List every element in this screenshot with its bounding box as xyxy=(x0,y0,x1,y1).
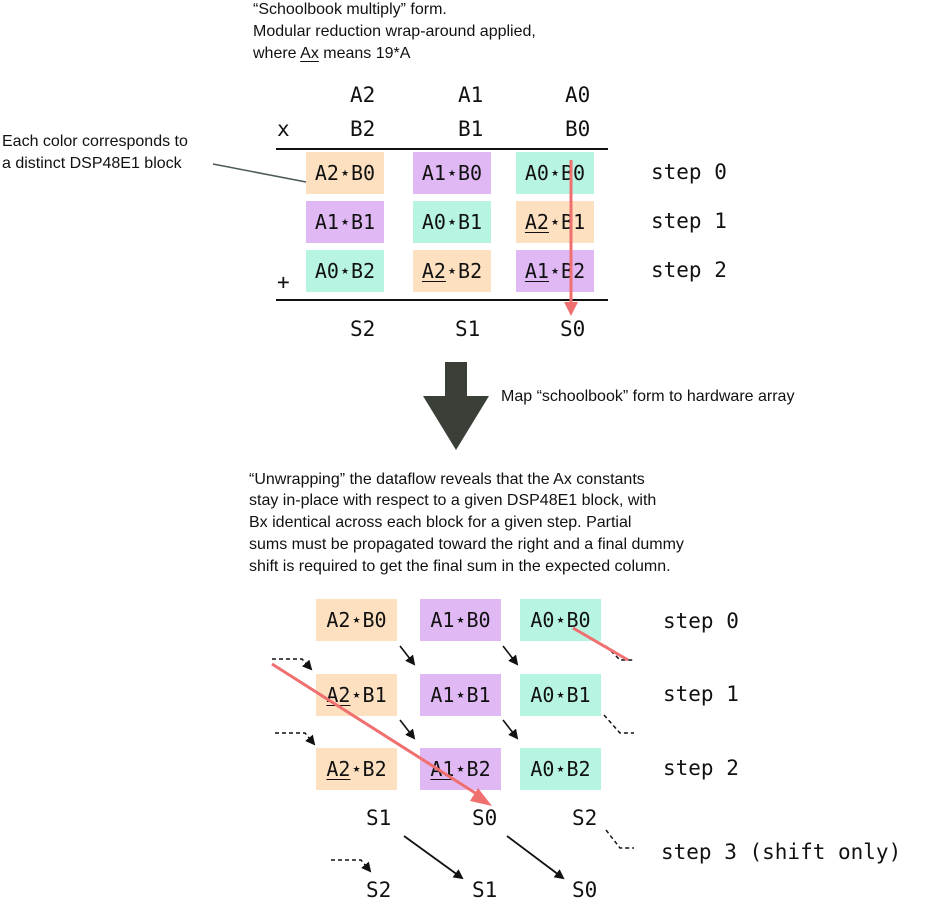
hw-wrap-in-1 xyxy=(272,658,313,671)
hw-cell-a2b1: A2⋆B1 xyxy=(316,674,397,716)
unwrap-note-line2: stay in-place with respect to a given DS… xyxy=(249,492,657,509)
hw-step-3: step 3 (shift only) xyxy=(661,840,902,864)
bottom-rule xyxy=(276,299,608,301)
top-note-line3: where Ax means 19*A xyxy=(253,44,410,64)
hw-cell-a0b0: A0⋆B0 xyxy=(520,599,601,641)
sb-cell-a2b2: A2⋆B2 xyxy=(413,250,491,292)
hw-sum-r2-s0: S0 xyxy=(572,878,598,902)
sb-cell-a0b0: A0⋆B0 xyxy=(516,152,594,194)
sb-sum-0: S0 xyxy=(560,317,586,341)
top-note-line1: “Schoolbook multiply” form. xyxy=(253,1,447,18)
top-rule xyxy=(276,148,608,150)
unwrap-note-line1: “Unwrapping” the dataflow reveals that t… xyxy=(249,471,645,488)
hw-cell-a2b2: A2⋆B2 xyxy=(316,748,397,790)
sb-sum-1: S1 xyxy=(455,317,481,341)
sb-step-2: step 2 xyxy=(651,258,727,282)
sb-cell-a1b0: A1⋆B0 xyxy=(413,152,491,194)
hw-arrow-r1-c1 xyxy=(502,719,519,740)
hw-sum-r1-s1: S1 xyxy=(366,806,392,830)
unwrap-note-line4: sums must be propagated toward the right… xyxy=(249,536,684,553)
hw-wrap-out-3 xyxy=(605,829,634,849)
hw-sum-arrow-2 xyxy=(506,835,565,880)
hw-cell-a1b1: A1⋆B1 xyxy=(420,674,501,716)
row-b-0: B0 xyxy=(565,117,591,141)
top-note-means: means 19*A xyxy=(318,45,411,62)
hw-cell-a0b2: A0⋆B2 xyxy=(520,748,601,790)
hw-sum-r2-s1: S1 xyxy=(472,878,498,902)
hw-wrap-out-1 xyxy=(605,645,634,661)
top-note-line2: Modular reduction wrap-around applied, xyxy=(253,23,536,40)
row-b-1: B1 xyxy=(458,117,484,141)
sb-cell-a2b1: A2⋆B1 xyxy=(516,201,594,243)
hw-cell-a1b0: A1⋆B0 xyxy=(420,599,501,641)
sb-sum-2: S2 xyxy=(350,317,376,341)
sb-cell-a0b1: A0⋆B1 xyxy=(413,201,491,243)
plus-sign: + xyxy=(277,270,290,294)
sb-cell-a2b0: A2⋆B0 xyxy=(306,152,384,194)
hw-cell-a1b2: A1⋆B2 xyxy=(420,748,501,790)
hw-arrow-r1-c0 xyxy=(399,719,416,740)
top-note-where: where xyxy=(253,45,301,62)
unwrap-note-line3: Bx identical across each block for a giv… xyxy=(249,514,632,531)
sb-step-0: step 0 xyxy=(651,160,727,184)
hw-sum-r2-s2: S2 xyxy=(366,878,392,902)
hw-red-arrowhead-icon xyxy=(470,788,492,806)
side-note-line1: Each color corresponds to xyxy=(2,133,188,150)
times-sign: x xyxy=(277,117,290,141)
hw-wrap-in-2 xyxy=(275,732,316,746)
hw-wrap-in-3 xyxy=(331,859,372,873)
hw-red-long xyxy=(271,662,481,798)
hw-arrow-r0-c0 xyxy=(399,645,416,666)
hw-step-1: step 1 xyxy=(663,682,739,706)
hw-cell-a0b1: A0⋆B1 xyxy=(520,674,601,716)
hw-arrow-r0-c1 xyxy=(502,645,519,666)
row-a-2: A2 xyxy=(350,83,376,107)
unwrap-note-line5: shift is required to get the final sum i… xyxy=(249,558,671,575)
sb-cell-a1b1: A1⋆B1 xyxy=(306,201,384,243)
hw-wrap-out-2 xyxy=(603,714,634,734)
row-a-1: A1 xyxy=(458,83,484,107)
top-note-ax: Ax xyxy=(300,45,319,62)
hw-sum-arrow-1 xyxy=(403,835,464,880)
row-a-0: A0 xyxy=(565,83,591,107)
sb-red-arrowhead-icon xyxy=(564,302,578,316)
side-note-leader xyxy=(212,163,307,183)
big-down-arrow-icon xyxy=(423,362,489,450)
sb-step-1: step 1 xyxy=(651,209,727,233)
hw-red-short xyxy=(572,626,629,662)
hw-step-2: step 2 xyxy=(663,756,739,780)
map-label: Map “schoolbook” form to hardware array xyxy=(501,388,795,405)
hw-step-0: step 0 xyxy=(663,609,739,633)
hw-cell-a2b0: A2⋆B0 xyxy=(316,599,397,641)
side-note-line2: a distinct DSP48E1 block xyxy=(2,155,182,172)
sb-cell-a1b2: A1⋆B2 xyxy=(516,250,594,292)
hw-sum-r1-s0: S0 xyxy=(472,806,498,830)
sb-cell-a0b2: A0⋆B2 xyxy=(306,250,384,292)
hw-sum-r1-s2: S2 xyxy=(572,806,598,830)
row-b-2: B2 xyxy=(350,117,376,141)
